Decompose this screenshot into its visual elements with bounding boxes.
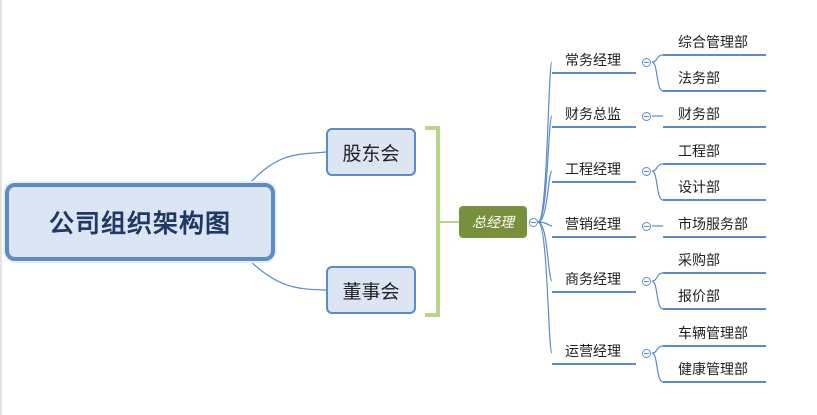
- connector-ceo-manager: [537, 221, 553, 227]
- connector-root-shareholders: [247, 151, 327, 186]
- connector-manager-department: [651, 345, 664, 354]
- department-label[interactable]: 健康管理部: [678, 362, 748, 378]
- connector-manager-department: [651, 272, 664, 282]
- connector-manager-department: [651, 61, 664, 92]
- collapse-toggle-icon[interactable]: [642, 222, 651, 231]
- manager-label[interactable]: 工程经理: [565, 162, 621, 178]
- department-label[interactable]: 工程部: [678, 144, 720, 160]
- root-topic-label: 公司组织架构图: [48, 209, 231, 238]
- manager-label[interactable]: 营销经理: [565, 217, 621, 233]
- connector-manager-department: [651, 280, 664, 310]
- department-label[interactable]: 设计部: [678, 180, 720, 196]
- topic-shareholders-meeting[interactable]: 股东会: [326, 128, 416, 176]
- connector-manager-department: [651, 163, 664, 172]
- connector-ceo-manager: [537, 221, 553, 282]
- connector-manager-department: [651, 352, 664, 383]
- department-label[interactable]: 采购部: [678, 253, 720, 269]
- manager-label[interactable]: 运营经理: [565, 344, 621, 360]
- canvas-left-border: [0, 0, 2, 415]
- department-label[interactable]: 综合管理部: [678, 35, 748, 51]
- manager-label[interactable]: 常务经理: [565, 53, 621, 69]
- connector-ceo-manager: [537, 170, 553, 223]
- connector-ceo-manager: [537, 221, 553, 354]
- department-label[interactable]: 法务部: [678, 71, 720, 87]
- department-label[interactable]: 报价部: [678, 289, 720, 305]
- connector-ceo-manager: [537, 61, 553, 223]
- topic-label: 股东会: [342, 142, 400, 165]
- topic-label: 总经理: [472, 215, 514, 231]
- connector-root-board: [247, 258, 327, 291]
- collapse-toggle-icon[interactable]: [642, 349, 651, 358]
- collapse-toggle-icon[interactable]: [642, 58, 651, 67]
- manager-label[interactable]: 商务经理: [565, 272, 621, 288]
- department-label[interactable]: 车辆管理部: [678, 326, 748, 342]
- topic-label: 董事会: [342, 280, 400, 303]
- collapse-toggle-icon[interactable]: [642, 277, 651, 286]
- topic-general-manager[interactable]: 总经理: [459, 206, 527, 238]
- collapse-toggle-icon[interactable]: [642, 112, 651, 121]
- department-label[interactable]: 财务部: [678, 107, 720, 123]
- manager-label[interactable]: 财务总监: [565, 107, 621, 123]
- summary-bracket: [425, 126, 440, 317]
- root-topic[interactable]: 公司组织架构图: [5, 183, 275, 261]
- topic-board-of-directors[interactable]: 董事会: [326, 266, 416, 314]
- department-label[interactable]: 市场服务部: [678, 217, 748, 233]
- collapse-toggle-icon[interactable]: [642, 167, 651, 176]
- connector-manager-department: [651, 54, 664, 63]
- connector-manager-department: [651, 170, 664, 201]
- connector-ceo-manager: [537, 115, 553, 223]
- collapse-toggle-icon[interactable]: [529, 218, 538, 227]
